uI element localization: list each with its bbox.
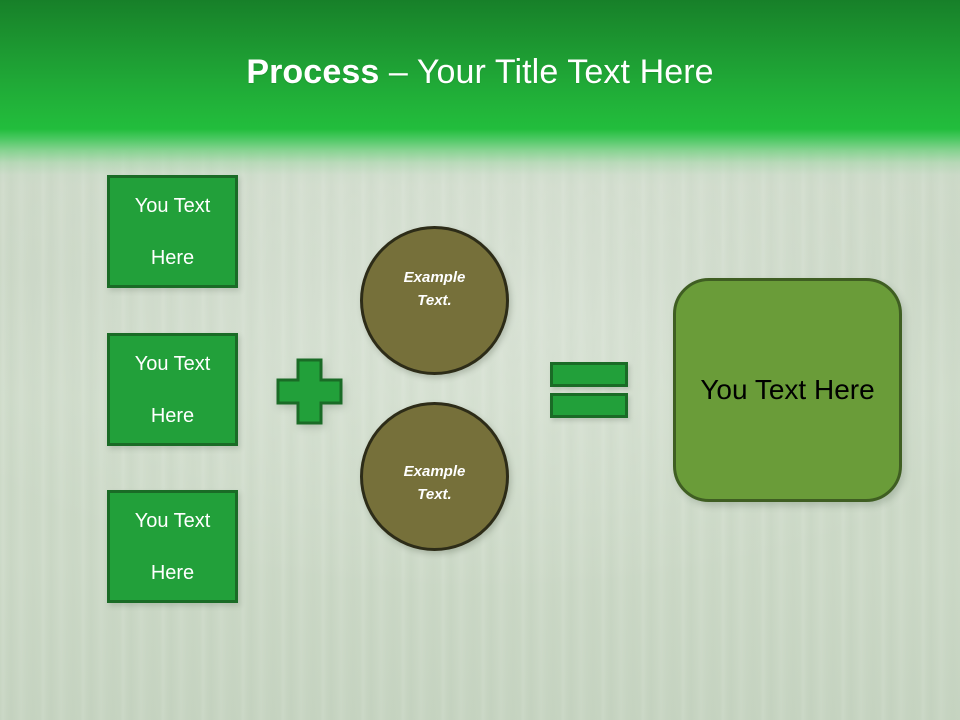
input-box-2-line2: Here (150, 404, 195, 427)
equals-icon-top-bar (550, 362, 628, 387)
input-box-1-line1: You Text (134, 194, 211, 217)
result-box[interactable]: You Text Here (673, 278, 902, 502)
result-box-label: You Text Here (700, 374, 875, 405)
example-circle-2-line2: Text. (417, 485, 452, 503)
plus-icon (276, 358, 343, 425)
input-box-2-line1: You Text (134, 352, 211, 375)
slide-title-emphasis: Process (246, 53, 380, 91)
input-box-1-line2: Here (150, 246, 195, 269)
example-circle-2-line1: Example (403, 462, 466, 480)
equals-icon-bottom-bar (550, 393, 628, 418)
slide-title: Process – Your Title Text Here (0, 52, 960, 92)
example-circle-1-line2: Text. (417, 291, 452, 309)
example-circle-1-line1: Example (403, 268, 466, 286)
slide-header-band (0, 0, 960, 129)
input-box-3-line1: You Text (134, 509, 211, 532)
input-box-3-line2: Here (150, 561, 195, 584)
slide-title-rest: – Your Title Text Here (379, 53, 714, 91)
